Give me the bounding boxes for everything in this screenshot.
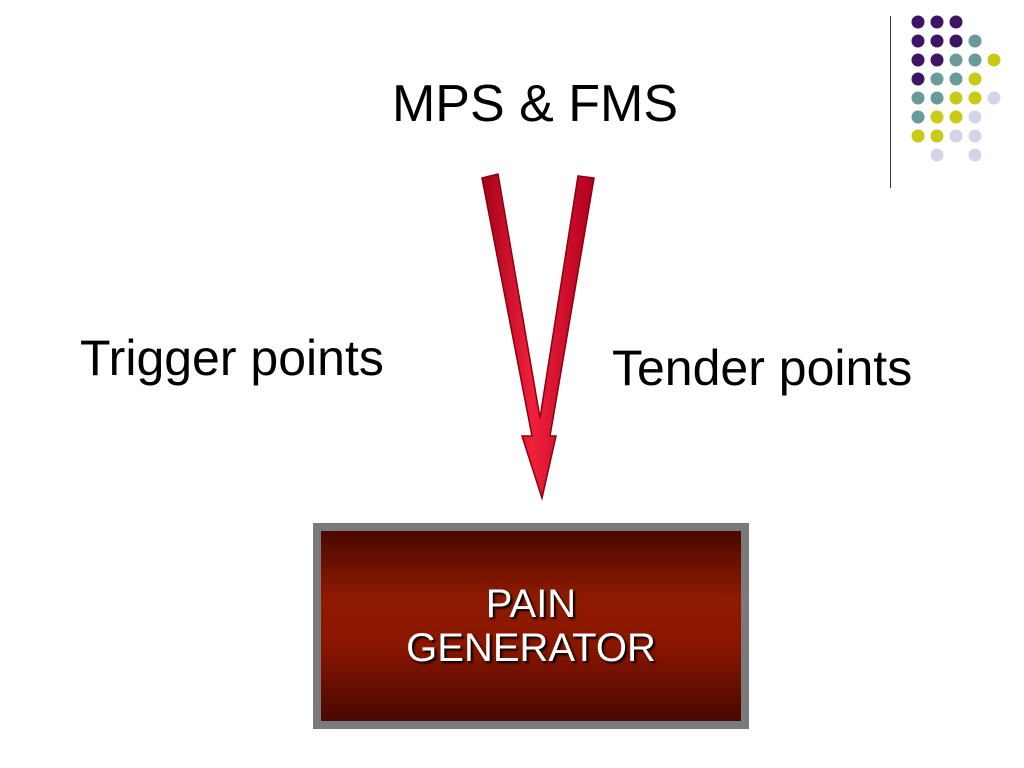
pain-generator-line2: GENERATOR — [406, 626, 656, 670]
decorative-dot — [949, 34, 963, 48]
decorative-dot — [911, 34, 925, 48]
merge-arrow — [481, 173, 595, 501]
divider-line — [890, 16, 891, 188]
decorative-dot — [949, 15, 963, 29]
decorative-dot — [930, 34, 944, 48]
decorative-dot — [911, 110, 925, 124]
decorative-dot — [911, 129, 925, 143]
decorative-dot — [968, 53, 982, 67]
tender-points-label: Tender points — [612, 340, 913, 396]
decorative-dot — [968, 129, 982, 143]
decorative-dot — [911, 15, 925, 29]
decorative-dot — [930, 148, 944, 162]
decorative-dot — [949, 53, 963, 67]
decorative-dot — [987, 53, 1001, 67]
decorative-dot — [949, 72, 963, 86]
decorative-dot — [968, 91, 982, 105]
decorative-dot — [949, 129, 963, 143]
decorative-dot — [968, 110, 982, 124]
decorative-dot-grid — [911, 15, 1001, 162]
pain-generator-line1: PAIN — [485, 582, 577, 626]
arrow-shape — [481, 173, 595, 501]
decorative-dot — [968, 72, 982, 86]
decorative-dot — [930, 15, 944, 29]
decorative-dot — [968, 148, 982, 162]
decorative-dot — [987, 91, 1001, 105]
decorative-dot — [911, 53, 925, 67]
trigger-points-label: Trigger points — [80, 330, 384, 386]
decorative-dot — [930, 72, 944, 86]
decorative-dot — [911, 72, 925, 86]
decorative-dot — [930, 91, 944, 105]
decorative-dot — [968, 34, 982, 48]
decorative-dot — [911, 91, 925, 105]
decorative-dot — [949, 110, 963, 124]
decorative-dot — [930, 129, 944, 143]
decorative-dot — [930, 53, 944, 67]
decorative-dot — [930, 110, 944, 124]
pain-generator-box: PAIN GENERATOR — [313, 523, 749, 729]
slide-title: MPS & FMS — [391, 75, 679, 133]
decorative-dot — [949, 91, 963, 105]
